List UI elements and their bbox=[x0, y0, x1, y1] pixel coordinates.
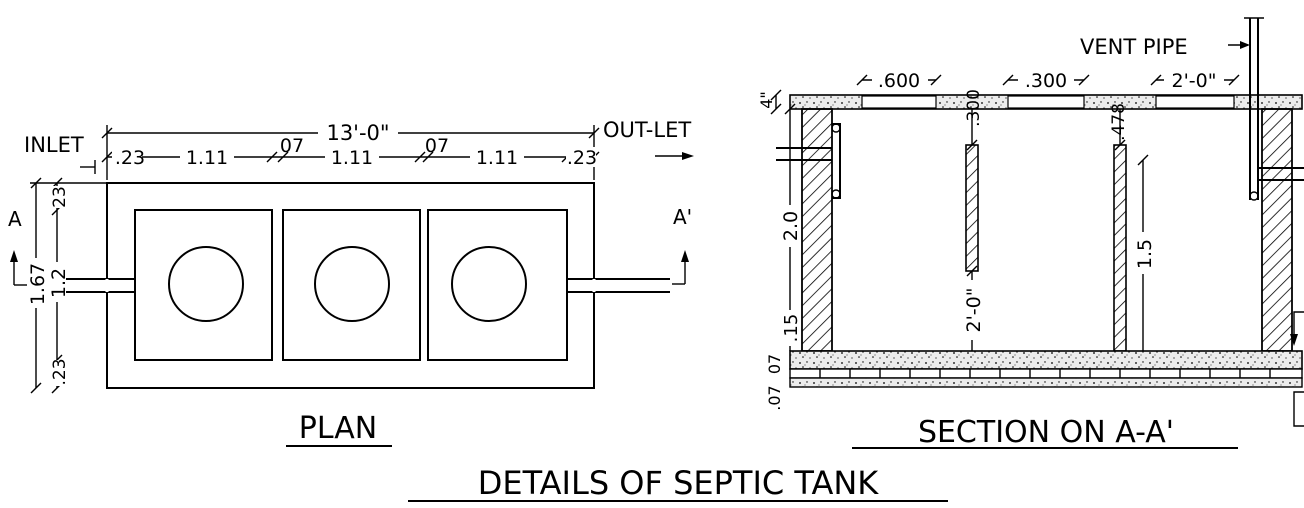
section-dim-top-3: 2'-0" bbox=[1172, 70, 1217, 92]
section-internal-dimensions: .300 2'-0" .478 1.5 bbox=[962, 89, 1156, 351]
section-mark-a: A bbox=[8, 207, 22, 231]
section-dim-freeboard-1: .300 bbox=[964, 89, 984, 127]
section-left-dimensions: 4" 2.0 .15 07 .07 bbox=[757, 89, 802, 411]
dim-top-3: 07 bbox=[280, 135, 304, 157]
plan-manhole-2 bbox=[314, 246, 390, 322]
inlet-label: INLET bbox=[24, 133, 84, 157]
left-wall bbox=[801, 108, 833, 352]
plan-manhole-1 bbox=[168, 246, 244, 322]
section-dim-top-1: .600 bbox=[878, 70, 920, 92]
dim-left-inner-1: 23 bbox=[50, 186, 70, 208]
right-edge-markers bbox=[1290, 311, 1304, 427]
section-marker-left: A bbox=[8, 207, 30, 286]
outlet-arrow-icon bbox=[655, 152, 694, 160]
baffle-wall-1 bbox=[965, 144, 979, 272]
section-dim-slab-1: 07 bbox=[765, 354, 784, 374]
dim-left-inner-3: .23 bbox=[50, 358, 70, 385]
vent-pipe-label: VENT PIPE bbox=[1080, 35, 1188, 59]
dim-top-5: 07 bbox=[425, 135, 449, 157]
dim-left-outer: 1.67 bbox=[27, 263, 49, 305]
brick-layer bbox=[789, 368, 1303, 379]
plan-inlet-pipe bbox=[63, 278, 135, 293]
plan-chamber-1 bbox=[134, 209, 273, 361]
overall-length-text: 13'-0" bbox=[326, 121, 389, 145]
plan-manhole-3 bbox=[451, 246, 527, 322]
section-dim-slab-2: .07 bbox=[765, 385, 784, 410]
outlet-label: OUT-LET bbox=[603, 118, 691, 142]
section-inlet-pipe bbox=[776, 123, 841, 199]
plan-outer-wall bbox=[106, 182, 595, 389]
section-caption: SECTION ON A-A' bbox=[918, 415, 1174, 450]
dim-top-7: .23 bbox=[567, 147, 597, 169]
dim-top-6: 1.11 bbox=[476, 147, 518, 169]
section-marker-right: A' bbox=[672, 205, 692, 285]
vent-pipe bbox=[1244, 17, 1304, 201]
section-mark-a-prime: A' bbox=[673, 205, 692, 229]
section-dim-top-2: .300 bbox=[1025, 70, 1067, 92]
vent-arrow-icon bbox=[1228, 41, 1250, 49]
slab-opening-2 bbox=[1007, 95, 1085, 109]
overall-length-dimension: 13'-0" bbox=[101, 120, 600, 180]
right-wall bbox=[1261, 108, 1293, 352]
brick-joints bbox=[819, 369, 1271, 378]
left-vertical-dimensions: 1.67 23 1.2 .23 bbox=[27, 177, 107, 394]
section-view: VENT PIPE .600 .300 2'-0" bbox=[757, 17, 1304, 450]
base-layer bbox=[789, 377, 1303, 388]
top-segment-dimensions: .23 1.11 07 1.11 07 1.11 .23 bbox=[101, 135, 600, 169]
section-dim-liquid: 1.5 bbox=[1134, 239, 1156, 269]
dim-left-inner-2: 1.2 bbox=[48, 268, 70, 298]
section-dim-gap: 2'-0" bbox=[963, 288, 985, 333]
bottom-slab bbox=[789, 350, 1303, 370]
section-dim-freeboard-2: .478 bbox=[1109, 103, 1129, 141]
plan-view: A A' INLET OUT-LET 13'-0" bbox=[8, 118, 694, 447]
section-dim-sludge: .15 bbox=[781, 314, 802, 343]
dim-top-4: 1.11 bbox=[331, 147, 373, 169]
plan-chamber-2 bbox=[282, 209, 421, 361]
drawing-title: DETAILS OF SEPTIC TANK bbox=[478, 464, 880, 502]
slab-opening-1 bbox=[861, 95, 937, 109]
section-top-dimensions: .600 .300 2'-0" bbox=[856, 68, 1240, 92]
section-dim-height: 2.0 bbox=[780, 211, 802, 241]
plan-chamber-3 bbox=[427, 209, 568, 361]
plan-caption: PLAN bbox=[299, 411, 377, 446]
dim-top-1: .23 bbox=[115, 147, 145, 169]
dim-top-2: 1.11 bbox=[186, 147, 228, 169]
plan-outlet-pipe bbox=[567, 278, 670, 293]
baffle-wall-2 bbox=[1113, 144, 1127, 352]
slab-opening-3 bbox=[1155, 95, 1235, 109]
section-dim-slab: 4" bbox=[757, 91, 776, 109]
